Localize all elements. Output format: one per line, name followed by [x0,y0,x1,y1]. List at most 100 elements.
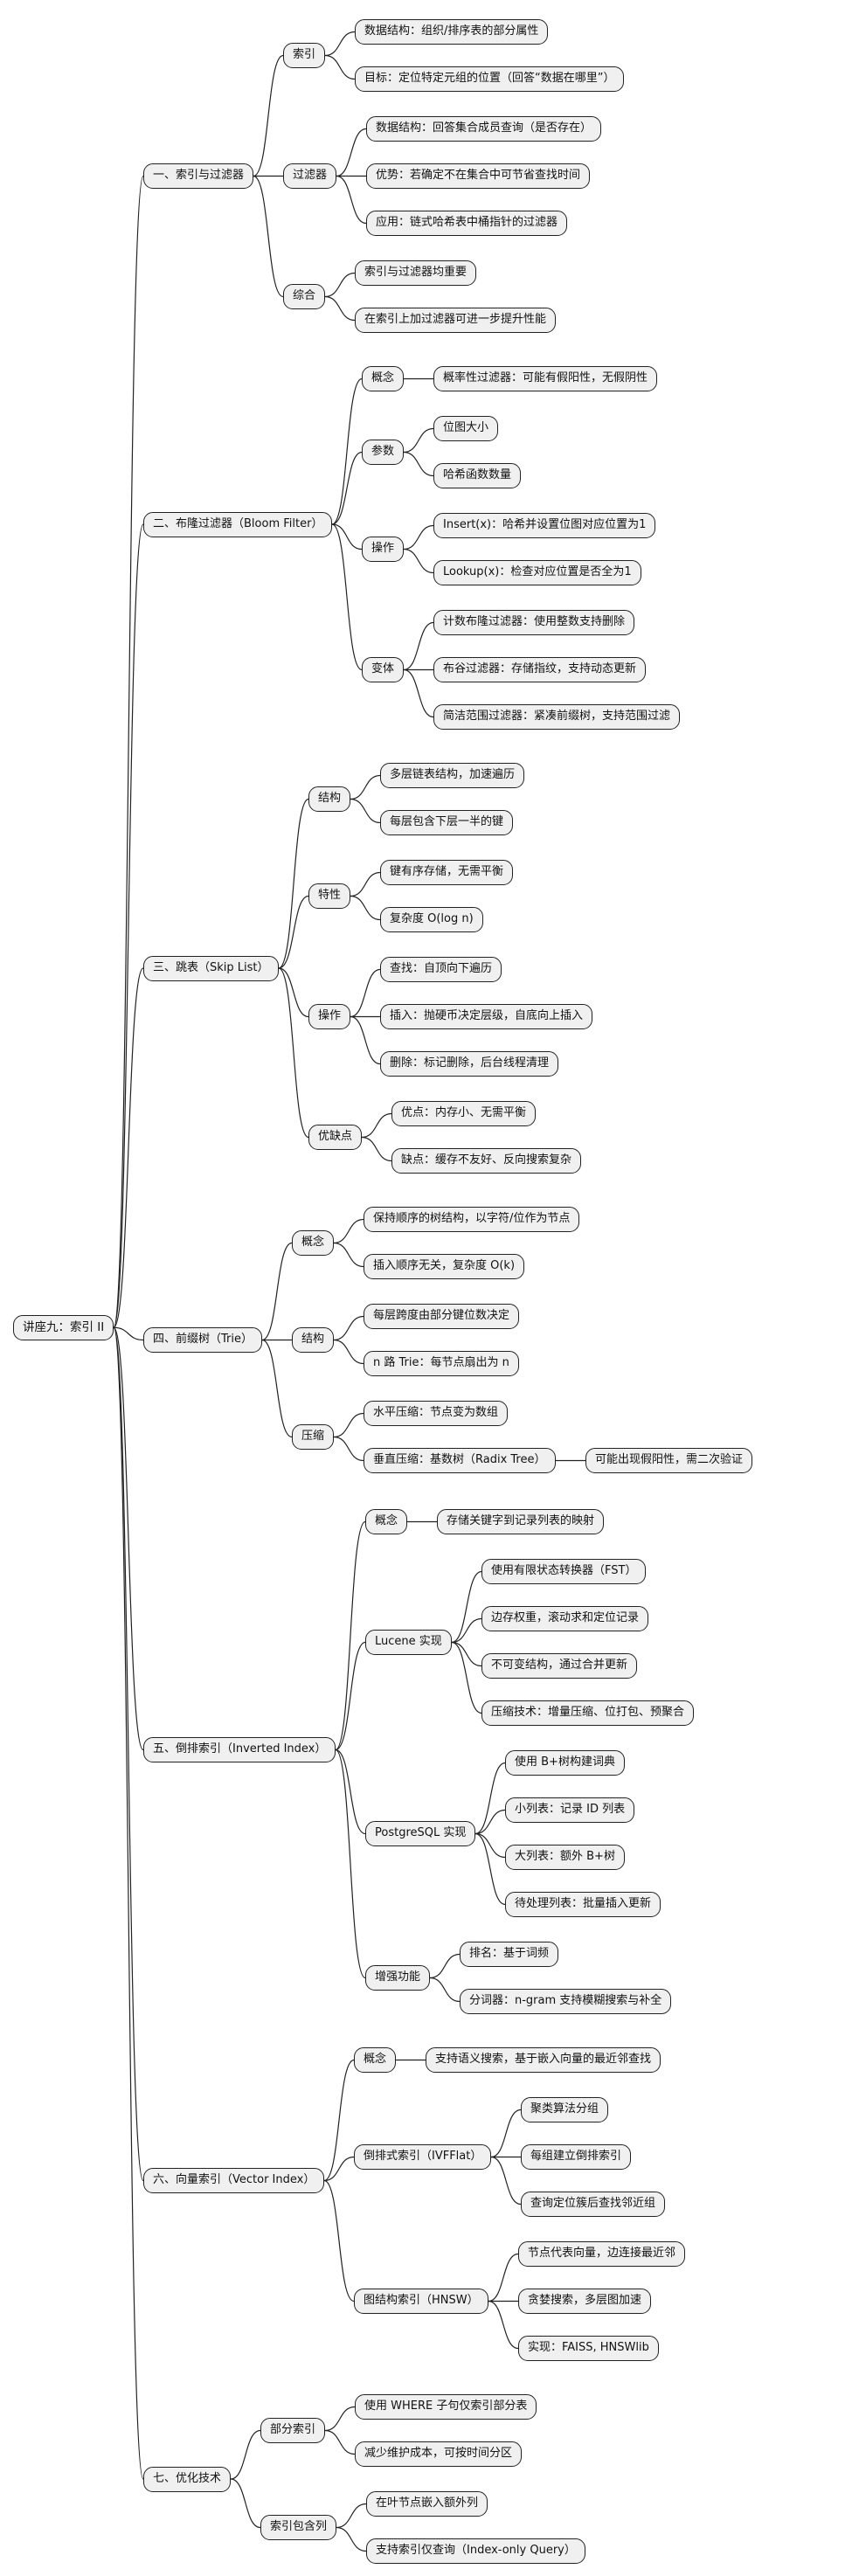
mindmap-node[interactable]: 七、优化技术 [143,2467,232,2492]
mindmap-node[interactable]: 索引包含列 [260,2515,337,2540]
mindmap-node[interactable]: 索引 [283,43,326,68]
mindmap-node[interactable]: 增强功能 [365,1965,431,1991]
connector-line [488,2253,519,2302]
connector-line [474,1832,506,1859]
mindmap-node[interactable]: 综合 [283,284,326,309]
mindmap-node[interactable]: 存储关键字到记录列表的映射 [437,1509,605,1534]
mindmap-node[interactable]: 每组建立倒排索引 [521,2144,632,2170]
mindmap-node[interactable]: 支持索引仅查询（Index-only Query） [366,2538,585,2564]
mindmap-node[interactable]: 排名：基于词频 [460,1942,559,1967]
mindmap-node[interactable]: 特性 [308,883,351,909]
mindmap-node[interactable]: 键有序存储，无需平衡 [380,860,514,885]
mindmap-node[interactable]: 目标：定位特定元组的位置（回答“数据在哪里”） [355,66,625,92]
mindmap-node[interactable]: 支持语义搜索，基于嵌入向量的最近邻查找 [426,2047,661,2073]
mindmap-node[interactable]: 插入：抛硬币决定层级，自底向上插入 [380,1004,593,1029]
mindmap-node[interactable]: 一、索引与过滤器 [143,163,254,189]
mindmap-node[interactable]: 垂直压缩：基数树（Radix Tree） [364,1448,556,1473]
mindmap-node[interactable]: 索引与过滤器均重要 [355,260,477,286]
mindmap-root-node[interactable]: 讲座九：索引 II [13,1315,114,1340]
mindmap-node[interactable]: 优势：若确定不在集合中可节省查找时间 [366,163,591,189]
mindmap-node[interactable]: 在索引上加过滤器可进一步提升性能 [355,308,557,333]
mindmap-node[interactable]: 四、前缀树（Trie） [143,1327,262,1353]
mindmap-node[interactable]: 边存权重，滚动求和定位记录 [481,1606,649,1631]
mindmap-node[interactable]: 五、倒排索引（Inverted Index） [143,1737,336,1762]
mindmap-node[interactable]: 待处理列表：批量插入更新 [505,1892,661,1917]
mindmap-node[interactable]: 插入顺序无关，复杂度 O(k) [364,1254,525,1279]
mindmap-node[interactable]: 简洁范围过滤器：紧凑前缀树，支持范围过滤 [433,704,681,730]
mindmap-node[interactable]: 分词器：n-gram 支持模糊搜索与补全 [460,1989,672,2014]
mindmap-node[interactable]: 布谷过滤器：存储指纹，支持动态更新 [433,657,647,682]
mindmap-node[interactable]: 贪婪搜索，多层图加速 [518,2289,652,2314]
mindmap-node[interactable]: 计数布隆过滤器：使用整数支持删除 [433,610,635,635]
mindmap-node[interactable]: 概率性过滤器：可能有假阳性，无假阴性 [433,366,658,391]
mindmap-node[interactable]: 数据结构：回答集合成员查询（是否存在） [366,116,602,142]
mindmap-node[interactable]: 每层包含下层一半的键 [380,810,514,835]
connector-line [331,523,363,671]
connector-line [278,967,309,1139]
mindmap-node[interactable]: 优缺点 [308,1125,363,1150]
mindmap-node[interactable]: 结构 [308,786,351,812]
connector-line [335,1520,366,1751]
mindmap-node[interactable]: 聚类算法分组 [521,2097,609,2122]
mindmap-node[interactable]: PostgreSQL 实现 [365,1821,476,1846]
mindmap-node[interactable]: 压缩技术：增量压缩、位打包、预聚合 [481,1700,695,1726]
mindmap-node[interactable]: 每层跨度由部分键位数决定 [364,1304,520,1329]
mindmap-node[interactable]: 不可变结构，通过合并更新 [481,1653,638,1679]
mindmap-node[interactable]: Lookup(x)：检查对应位置是否全为1 [433,560,641,585]
mindmap-node[interactable]: 大列表：额外 B+树 [505,1845,625,1870]
mindmap-node[interactable]: 保持顺序的树结构，以字符/位作为节点 [364,1207,580,1232]
mindmap-node[interactable]: Lucene 实现 [365,1630,452,1655]
mindmap-node[interactable]: 变体 [362,657,405,682]
mindmap-node[interactable]: 过滤器 [283,163,337,189]
connector-line [261,1242,293,1341]
mindmap-node[interactable]: 在叶节点嵌入额外列 [366,2491,488,2517]
mindmap-node[interactable]: 哈希函数数量 [433,463,522,488]
connector-line [253,175,284,298]
mindmap-node[interactable]: 实现：FAISS, HNSWlib [518,2336,659,2361]
mindmap-node[interactable]: 二、布隆过滤器（Bloom Filter） [143,512,333,537]
mindmap-node[interactable]: 概念 [362,366,405,391]
mindmap-node[interactable]: 参数 [362,440,405,465]
mindmap-node[interactable]: 节点代表向量，边连接最近邻 [518,2241,686,2267]
mindmap-node[interactable]: 倒排式索引（IVFFlat） [354,2144,492,2170]
mindmap-node[interactable]: 结构 [292,1327,335,1353]
mindmap-node[interactable]: 应用：链式哈希表中桶指针的过滤器 [366,211,568,236]
mindmap-node[interactable]: 小列表：记录 ID 列表 [505,1797,635,1823]
connector-line [350,895,381,921]
mindmap-node[interactable]: 缺点：缓存不友好、反向搜索复杂 [391,1148,582,1174]
mindmap-node[interactable]: 概念 [354,2047,397,2073]
connector-line [253,54,284,177]
mindmap-node[interactable]: 六、向量索引（Vector Index） [143,2168,325,2193]
mindmap-node[interactable]: 部分索引 [260,2418,326,2443]
connector-line [331,523,363,551]
mindmap-node[interactable]: 优点：内存小、无需平衡 [391,1101,537,1126]
mindmap-node[interactable]: 使用有限状态转换器（FST） [481,1559,647,1584]
mindmap-node[interactable]: 图结构索引（HNSW） [354,2289,488,2314]
mindmap-node[interactable]: 使用 WHERE 子句仅索引部分表 [355,2394,537,2420]
mindmap-node[interactable]: 可能出现假阳性，需二次验证 [585,1448,753,1473]
connector-line [333,1412,364,1438]
mindmap-node[interactable]: 查找：自顶向下遍历 [380,957,502,982]
mindmap-node[interactable]: 概念 [292,1230,335,1256]
mindmap-node[interactable]: 概念 [365,1509,408,1534]
mindmap-node[interactable]: n 路 Trie：每节点扇出为 n [364,1351,519,1376]
mindmap-node[interactable]: Insert(x)：哈希并设置位图对应位置为1 [433,513,656,538]
connector-line [403,621,434,671]
mindmap-node[interactable]: 水平压缩：节点变为数组 [364,1401,509,1426]
mindmap-node[interactable]: 复杂度 O(log n) [380,907,483,932]
connector-line [323,2059,355,2182]
mindmap-node[interactable]: 查询定位簇后查找邻近组 [521,2192,666,2217]
mindmap-node[interactable]: 位图大小 [433,416,499,441]
mindmap-node[interactable]: 减少维护成本，可按时间分区 [355,2441,523,2467]
mindmap-node[interactable]: 删除：标记删除，后台线程清理 [380,1051,559,1077]
connector-line [451,1641,482,1667]
connector-line [350,774,381,800]
mindmap-node[interactable]: 数据结构：组织/排序表的部分属性 [355,19,549,45]
mindmap-node[interactable]: 三、跳表（Skip List） [143,956,279,981]
mindmap-node[interactable]: 多层链表结构，加速遍历 [380,763,525,788]
mindmap-node[interactable]: 操作 [308,1004,351,1029]
mindmap-node[interactable]: 操作 [362,537,405,562]
mindmap-node[interactable]: 压缩 [292,1424,335,1450]
mindmap-node[interactable]: 使用 B+树构建词典 [505,1750,625,1776]
connector-line [333,1436,364,1462]
